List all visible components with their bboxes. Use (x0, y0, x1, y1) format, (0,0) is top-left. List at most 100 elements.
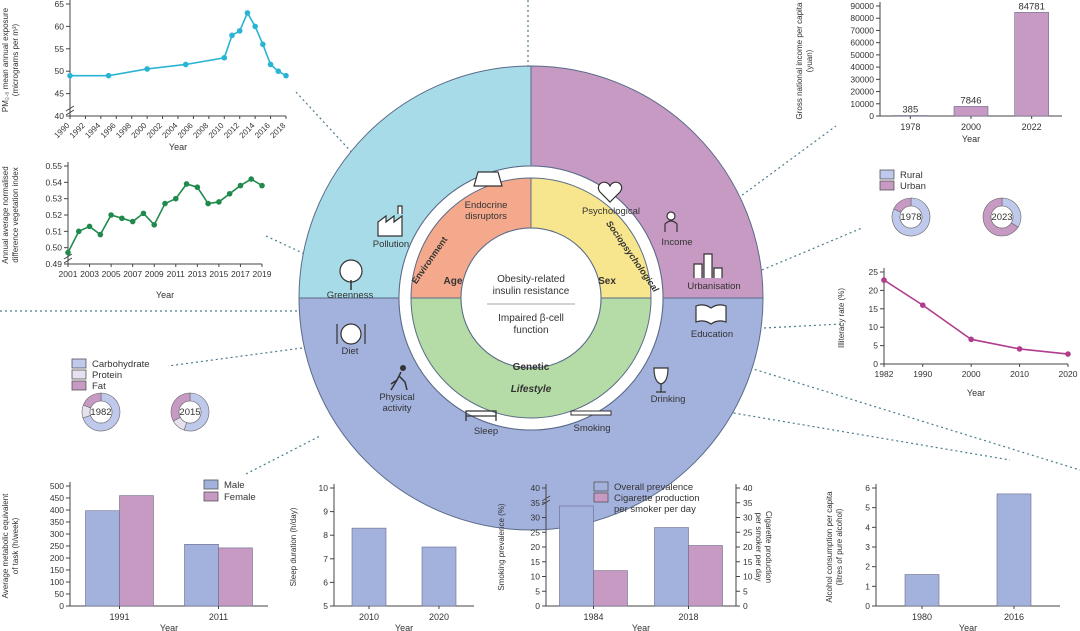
y-tick-label: 70000 (850, 25, 874, 35)
diet-label: Diet (342, 346, 359, 357)
y-axis-label: of task (h/week) (11, 517, 20, 574)
axis-break (63, 253, 73, 264)
y-tick-label: 2 (865, 562, 870, 572)
y-tick-label: 80000 (850, 13, 874, 23)
data-label: 84781 (1018, 1, 1044, 12)
data-point (881, 277, 887, 283)
y-tick-label: 3 (865, 542, 870, 552)
y-axis-label-right: per smoker per day (754, 513, 763, 582)
y-axis-label: PM₂.₅ mean annual exposure (1, 7, 10, 112)
data-point (267, 61, 274, 68)
cigarette-icon (570, 410, 612, 416)
x-tick-label: 2000 (130, 121, 149, 140)
physical-activity-label: activity (382, 403, 411, 414)
greenness-label: Greenness (327, 290, 374, 301)
y-axis-label: Annual average normalised (1, 166, 10, 263)
center-label: Impaired β-cell (498, 313, 564, 324)
y-tick-label: 500 (50, 481, 64, 491)
y-tick-label-right: 0 (743, 601, 748, 611)
data-point (172, 195, 179, 202)
y-tick-label: 20000 (850, 87, 874, 97)
data-point (226, 190, 233, 197)
factory-icon (377, 205, 403, 237)
y-tick-label: 7 (323, 554, 328, 564)
y-tick-label: 350 (50, 517, 64, 527)
legend-label: Fat (92, 381, 106, 392)
bar (688, 545, 723, 607)
chart-income: 0100002000030000400005000060000700008000… (795, 1, 1062, 144)
x-tick-label: 1998 (114, 121, 133, 140)
x-tick-label: 2018 (678, 612, 698, 622)
y-tick-label: 250 (50, 541, 64, 551)
x-axis-label: Year (156, 290, 174, 300)
y-tick-label: 10 (319, 483, 329, 493)
data-point (140, 210, 147, 217)
x-tick-label: 1978 (900, 122, 920, 132)
y-tick-label: 8 (323, 530, 328, 540)
y-tick-label: 10000 (850, 99, 874, 109)
x-tick-label: 2009 (145, 269, 164, 279)
x-tick-label: 2010 (1010, 369, 1029, 379)
data-point (97, 231, 104, 238)
y-tick-label: 10 (869, 322, 879, 332)
data-point (205, 200, 211, 207)
y-tick-label: 6 (323, 577, 328, 587)
y-tick-label: 0.55 (45, 161, 62, 171)
center-circle (460, 227, 602, 369)
x-tick-label: 1984 (583, 612, 603, 622)
data-point (162, 200, 168, 207)
y-tick-label: 50000 (850, 50, 874, 60)
data-point (275, 68, 282, 74)
bar (654, 527, 689, 607)
data-point (182, 61, 189, 68)
psychological-label: Psychological (582, 206, 640, 217)
y-tick-label: 0 (59, 601, 64, 611)
y-axis-label: (litres of pure alcohol) (835, 508, 844, 585)
data-point (144, 66, 150, 72)
endocrine-disruptors-icon (473, 171, 503, 187)
book-icon (695, 304, 727, 325)
x-tick-label: 2012 (222, 121, 241, 140)
data-point (259, 182, 265, 189)
y-tick-label: 300 (50, 529, 64, 539)
x-tick-label: 2004 (160, 121, 179, 140)
y-tick-label-right: 35 (743, 498, 753, 508)
y-tick-label: 1 (865, 581, 870, 591)
data-point (129, 218, 136, 225)
leader-line (763, 323, 843, 329)
x-tick-label: 1996 (99, 121, 118, 140)
y-tick-label: 9 (323, 507, 328, 517)
bar (421, 546, 457, 607)
x-axis-label: Year (959, 623, 977, 631)
genetic-label: Genetic (513, 362, 550, 373)
legend-label: Rural (900, 170, 923, 181)
y-tick-label: 0 (869, 111, 874, 121)
y-tick-label-right: 40 (743, 483, 753, 493)
legend-label: Urban (900, 181, 926, 192)
bar (593, 570, 628, 607)
x-tick-label: 2019 (253, 269, 272, 279)
y-tick-label-right: 25 (743, 527, 753, 537)
x-tick-label: 2018 (268, 121, 287, 140)
legend-swatch (593, 481, 609, 492)
legend-label: Male (224, 480, 245, 491)
pollution-label: Pollution (373, 239, 409, 250)
chart-pm25: 4045505560651990199219941996199820002002… (1, 0, 289, 152)
donut-hole (899, 205, 923, 229)
donut-label: 1982 (90, 407, 111, 418)
y-tick-label-right: 30 (743, 513, 753, 523)
y-tick-label: 20 (869, 285, 879, 295)
y-tick-label: 60 (55, 21, 65, 31)
x-tick-label: 1990 (52, 121, 71, 140)
y-tick-label: 20 (531, 542, 541, 552)
education-label: Education (691, 329, 733, 340)
legend-swatch (879, 169, 895, 180)
leader-line (721, 125, 837, 211)
y-tick-label: 50 (55, 589, 65, 599)
y-tick-label: 0.52 (45, 210, 62, 220)
